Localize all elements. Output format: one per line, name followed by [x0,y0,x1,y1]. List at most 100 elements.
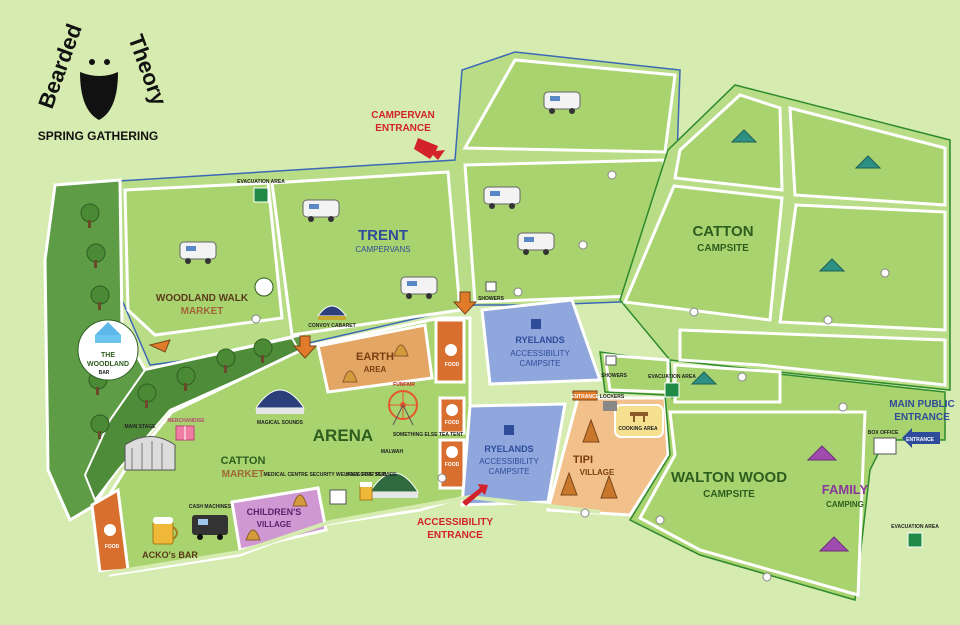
trent-title: TRENT [358,227,408,244]
logo-eye-right [104,59,110,65]
tipi-icon [560,471,578,496]
catton-market-title: CATTON [221,455,266,467]
evacuation-icon [907,532,923,548]
picnic-table-icon [630,412,648,422]
toilet-icon [762,572,772,582]
toilet-icon [880,268,890,278]
catton-market-subtitle: MARKET [222,469,265,480]
woodland-walk-title: WOODLAND WALK [156,293,249,304]
campervan-entrance-line1: CAMPERVAN [371,110,435,121]
arena-title: ARENA [313,426,373,445]
earth-area-title: EARTH [356,351,394,363]
lockers-icon [603,401,617,411]
earth-hut-icons [245,344,409,541]
catton-campsite-title: CATTON [692,223,753,240]
tent-icon [854,155,882,169]
catton-field-nw [673,93,784,192]
food-label-3: FOOD [445,462,460,468]
campervan-icon [483,186,521,209]
main-stage-icon [124,436,176,471]
cash-machine-van-icon [192,515,228,540]
main-stage-label: MAIN STAGE [124,424,156,430]
hut-icon [393,344,409,357]
tree-icon [80,203,100,228]
ackos-bar-label: ACKO's BAR [142,550,198,560]
direction-arrows [148,138,940,506]
hut-icon [292,494,308,507]
earth-area-subtitle: AREA [364,365,387,374]
tent-icon [690,371,718,385]
catton-field-e [778,203,947,332]
the-woodland-line2: WOODLAND [87,361,129,368]
tipi-icon [582,418,600,443]
toilet-icon [578,240,588,250]
evacuation-area-mid-label: EVACUATION AREA [648,374,696,380]
toilet-icon [838,402,848,412]
magical-sounds-tent-icon [255,389,305,414]
campervan-icons [179,91,581,299]
the-woodland-bar: BAR [99,370,110,376]
hut-icon [245,529,261,541]
cutlery-icon [445,344,457,356]
medical-centre-icon [329,489,347,505]
walton-wood-field-mid [673,363,782,404]
logo-face-icon [80,72,118,120]
evacuation-icon [664,382,680,398]
holy-goat-pub-label: HOLY GOAT PUB [346,472,387,478]
tent-icon [730,129,758,143]
wheelchair-icon [531,319,541,329]
tree-icon [253,338,273,363]
family-tent-icon [806,445,838,461]
entrance-sign-text-mid: ENTRANCE [571,394,599,400]
showers-mid-label: SHOWERS [601,373,628,379]
catton-campsite-subtitle: CAMPSITE [697,243,749,254]
catton-field-w [622,184,784,322]
down-arrow-icon [292,335,318,359]
accessibility-entrance-line2: ENTRANCE [427,530,483,541]
toilet-icon [655,515,665,525]
down-arrow-icon [452,291,478,315]
evacuation-icon [253,187,269,203]
toilet-icons [251,170,890,582]
woodland-stage-icon [77,319,139,381]
tree-icon [176,366,196,391]
campervan-icon [517,232,555,255]
tree-icon [90,414,110,439]
logo-tagline: SPRING GATHERING [38,129,158,143]
circus-tent-icons [255,305,419,498]
merchandise-gift-icon [175,425,195,441]
campervan-entrance-arrow [414,138,445,160]
logo-eye-left [89,59,95,65]
walton-wood-subtitle: CAMPSITE [703,489,755,500]
accessibility-entrance-arrow [462,484,488,506]
family-camping-title: FAMILY [822,482,869,497]
toilet-icon [607,170,617,180]
toilet-icon [737,372,747,382]
toilet-icon [580,508,590,518]
catton-field-s [678,328,947,387]
main-entrance-arrow [902,428,940,448]
ryelands-bottom-sub1: ACCESSIBILITY [479,457,539,466]
ryelands-top-sub1: ACCESSIBILITY [510,349,570,358]
cutlery-icon [104,524,116,536]
tipi-icon [600,474,618,499]
ryelands-top-sub2: CAMPSITE [520,359,561,368]
funfair-label: FUNFAIR [393,382,415,388]
campervan-icon [543,91,581,114]
ryelands-bottom-zone [460,402,567,507]
ryelands-top-zone [480,298,603,386]
beer-mug-icon [152,517,178,545]
showers-top-label: SHOWERS [478,296,505,302]
evacuation-icons [253,187,923,548]
malwah-label: MALWAH [381,449,404,455]
main-public-entrance-line2: ENTRANCE [894,412,950,423]
tree-icon [137,383,157,408]
pub-icon [359,482,373,501]
funfair-icon [388,390,418,426]
hut-icon [342,370,358,383]
tree-icon [216,348,236,373]
left-arrow-icon [148,339,171,353]
trent-subtitle: CAMPERVANS [355,245,410,254]
tent-icon [818,258,846,272]
